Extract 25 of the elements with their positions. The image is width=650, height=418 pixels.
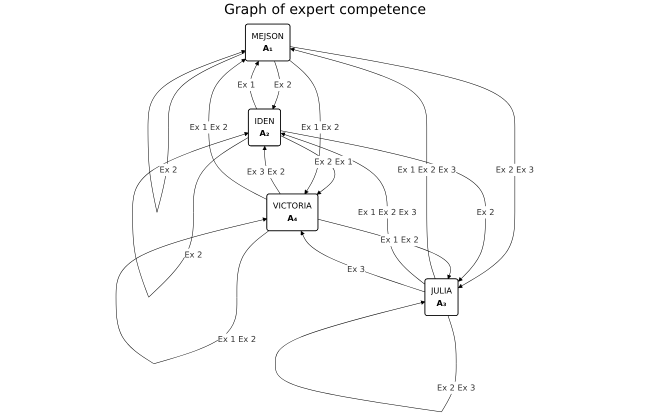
- arrow: [116, 217, 269, 364]
- edge-label: Ex 1 Ex 2: [190, 122, 228, 132]
- diagram-title: Graph of expert competence: [223, 1, 427, 20]
- edge-label: Ex 2 Ex 3: [437, 382, 476, 392]
- edge-label: Ex 3: [347, 264, 365, 274]
- edge-label: Ex 1 Ex 2 Ex 3: [358, 207, 417, 217]
- arrow: [148, 50, 246, 213]
- arrow: [208, 58, 268, 200]
- edge-label: Ex 1 Ex 2 Ex 3: [397, 164, 456, 174]
- edge-label: Ex 3 Ex 2: [246, 166, 286, 177]
- arrow: [250, 60, 259, 110]
- edge-label: Ex 2 Ex 1: [314, 156, 353, 166]
- edge-label: Ex 2 Ex 3: [496, 164, 534, 174]
- arrow: [272, 60, 280, 110]
- edge-label: Ex 2: [274, 80, 292, 90]
- arrow: [132, 132, 249, 298]
- edge-label: Ex 1 Ex 2: [380, 235, 419, 245]
- edge-label: Ex 2: [476, 207, 494, 217]
- arrow: [318, 218, 452, 280]
- edge-label: Ex 1 Ex 2: [218, 334, 256, 344]
- edge-label: Ex 2: [160, 164, 178, 174]
- edge-label: Ex 2: [184, 250, 202, 260]
- edge-label: Ex 1 Ex 2: [301, 122, 340, 132]
- arrow: [300, 230, 426, 292]
- edge-label: Ex 1: [237, 80, 256, 90]
